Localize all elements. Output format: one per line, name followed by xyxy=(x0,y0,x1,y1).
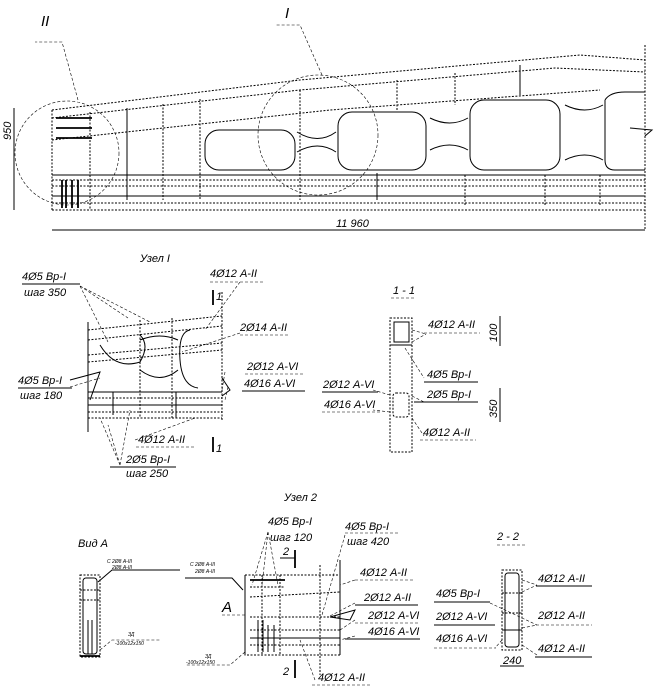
rebar-label: 4Ø5 Вр-I xyxy=(427,369,471,381)
section-1-1: 1 - 1 4Ø12 А-II 4Ø5 Вр-I 2Ø5 Вр-I 2Ø12 А… xyxy=(322,285,501,453)
node-1-title: Узел I xyxy=(139,253,170,265)
section-1-dim-top: 100 xyxy=(488,323,500,342)
rebar-pitch: шаг 350 xyxy=(24,287,67,299)
section-mark: 1 xyxy=(216,443,222,455)
height-dimension: 950 xyxy=(2,121,14,140)
view-a-title: Вид А xyxy=(78,538,108,550)
section-mark: 1 xyxy=(216,291,222,303)
rebar-pitch: шаг 420 xyxy=(347,536,390,548)
node-2-title: Узел 2 xyxy=(283,492,317,504)
rebar-label: 4Ø12 А-II xyxy=(360,567,407,579)
node-ii-callout-circle xyxy=(14,100,120,206)
section-mark: 2 xyxy=(282,546,289,558)
rebar-label: 2Ø12 А-VI xyxy=(435,611,487,623)
rebar-label: 4Ø5 Вр-I xyxy=(268,516,312,528)
rebar-label: 4Ø12 А-II xyxy=(538,643,585,655)
rebar-label: 4Ø12 А-II xyxy=(318,672,365,684)
section-mark: 2 xyxy=(282,666,289,678)
section-1-title: 1 - 1 xyxy=(393,285,415,297)
stirrups xyxy=(126,65,601,205)
section-1-dim-bottom: 350 xyxy=(488,399,500,418)
plate-note: 2Ø8 А-III xyxy=(194,569,216,575)
rebar-label: 2Ø12 А-II xyxy=(363,592,411,604)
plate-note: С 2Ø8 А-III xyxy=(190,562,216,568)
rebar-label: 4Ø5 Вр-I xyxy=(345,521,389,533)
node-2-detail: Узел 2 А 2 2 4Ø5 Вр-I шаг 120 4Ø5 Вр-I ш… xyxy=(185,492,420,686)
rebar-label: 2Ø14 А-II xyxy=(239,322,287,334)
embedded-part-note: -100х12х150 xyxy=(186,660,215,666)
rebar-label: 4Ø16 А-VI xyxy=(244,378,295,390)
beam-elevation: II I 950 11 960 xyxy=(2,5,654,231)
plate-note: 2Ø8 А-III xyxy=(111,565,133,571)
end-reinforcement xyxy=(56,112,92,210)
rebar-label: 2Ø12 А-VI xyxy=(367,610,419,622)
rebar-label: 4Ø12 А-II xyxy=(423,427,470,439)
rebar-label: 4Ø16 А-VI xyxy=(436,633,487,645)
node-i-mark: I xyxy=(285,5,289,22)
web-opening xyxy=(469,99,561,171)
rebar-label: 2Ø12 А-VI xyxy=(322,379,374,391)
rebar-label: 4Ø5 Вр-I xyxy=(18,375,62,387)
web-opening xyxy=(337,111,427,171)
rebar-label: 4Ø5 Вр-I xyxy=(436,588,480,600)
embedded-part-note: ЗД xyxy=(128,632,135,638)
plate-note: С 2Ø8 А-III xyxy=(107,559,133,565)
rebar-label: 2Ø12 А-II xyxy=(537,610,585,622)
rebar-pitch: шаг 250 xyxy=(126,468,169,480)
rebar-pitch: шаг 120 xyxy=(270,532,313,544)
rebar-pitch: шаг 180 xyxy=(20,390,63,402)
embedded-part-note: -100х12х150 xyxy=(115,641,144,647)
rebar-label: 2Ø5 Вр-I xyxy=(426,389,471,401)
node-ii-mark: II xyxy=(41,13,49,30)
length-dimension: 11 960 xyxy=(336,218,370,230)
rebar-label: 4Ø12 А-II xyxy=(428,319,475,331)
rebar-label: 4Ø16 А-VI xyxy=(324,399,375,411)
view-a: Вид А С 2Ø8 А-III 2Ø8 А-III ЗД -100х12х1… xyxy=(78,538,180,658)
web-opening xyxy=(204,129,296,171)
embedded-part-note: ЗД xyxy=(205,654,212,660)
rebar-label: 4Ø5 Вр-I xyxy=(22,271,66,283)
node-i-callout-circle xyxy=(257,74,379,196)
section-2-2: 2 - 2 4Ø12 А-II 4Ø5 Вр-I 2Ø12 А-II 2Ø12 … xyxy=(434,531,592,667)
section-2-title: 2 - 2 xyxy=(496,531,519,543)
node-1-detail: Узел I 1 1 4Ø5 Вр-I шаг 350 4Ø12 А-II 2Ø… xyxy=(18,253,305,480)
section-2-width-dim: 240 xyxy=(502,655,522,667)
rebar-label: 4Ø12 А-II xyxy=(210,268,257,280)
rebar-label: 4Ø12 А-II xyxy=(538,573,585,585)
view-a-mark: А xyxy=(221,599,232,616)
rebar-label: 2Ø5 Вр-I xyxy=(125,454,170,466)
rebar-label: 4Ø12 А-II xyxy=(138,434,185,446)
rebar-label: 2Ø12 А-VI xyxy=(246,361,298,373)
rebar-label: 4Ø16 А-VI xyxy=(368,626,419,638)
